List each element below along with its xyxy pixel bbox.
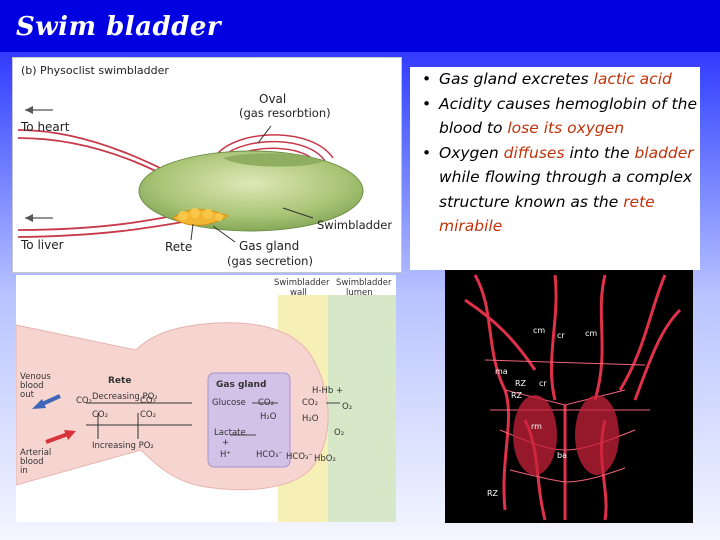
arterial-label-line3: in (20, 466, 28, 476)
co2-label: CO₂ (92, 410, 108, 420)
highlighted-term: bladder (634, 143, 694, 162)
oval-capillary (217, 134, 334, 159)
wall-h2o-label: H₂O (302, 414, 319, 424)
hbo2-label: HbO₂ (314, 454, 336, 464)
rete-mirabile-cast-photo: cm cr cm ma RZ cr RZ rm ba RZ (445, 270, 693, 523)
bullet-dot: • (422, 143, 432, 162)
gas-gland-cell (178, 211, 188, 221)
cast-label: rm (531, 422, 542, 431)
bullet-text: Gas gland excretes (439, 70, 594, 88)
bullet-dot: • (422, 94, 432, 113)
cast-label: cr (557, 331, 565, 340)
gas-gland-cell (190, 208, 200, 218)
title-bar: Swim bladder (0, 0, 720, 52)
oval-label: Oval (259, 92, 286, 106)
bullet-list: • Gas gland excretes lactic acid • Acidity … (410, 67, 700, 239)
gas-gland-cell (203, 209, 213, 219)
cast-label: cm (585, 329, 597, 338)
arrow-head (25, 214, 33, 222)
to-heart-label: To heart (20, 120, 70, 134)
rete-bundle (513, 395, 557, 475)
gas-gland-mechanism-diagram: Swimbladder wall Swimbladder lumen Rete … (15, 275, 396, 522)
cast-label: ma (495, 367, 508, 376)
hhb-label: H-Hb + (312, 386, 343, 396)
gas-gland-box (207, 372, 291, 468)
gas-gland-sublabel: (gas secretion) (227, 254, 313, 268)
wall-label-line1: Swimbladder (274, 278, 330, 288)
bullet-text: while flowing through a complex structur… (439, 168, 693, 211)
gas-gland-figure: Swimbladder wall Swimbladder lumen Rete … (15, 278, 396, 522)
slide-title: Swim bladder (16, 12, 222, 42)
bullet-text-box: • Gas gland excretes lactic acid • Acidity … (410, 67, 700, 270)
increasing-po2-label: Increasing PO₂ (92, 441, 154, 451)
decreasing-po2-label: Decreasing PO₂ (92, 392, 158, 402)
gas-gland-label: Gas gland (216, 380, 266, 390)
highlighted-term: rete mirabile (439, 192, 655, 236)
highlighted-term: lactic acid (593, 70, 672, 88)
hco3-label: HCO₃⁻ (256, 450, 283, 460)
cast-label: ba (557, 451, 567, 460)
leader-gas-gland (212, 225, 236, 243)
highlighted-term: lose its oxygen (507, 119, 625, 137)
vessel-network (464, 274, 682, 521)
plus-sign: + (222, 438, 229, 448)
bullet-item: • Acidity causes hemoglobin of the blood … (410, 92, 700, 141)
bullet-text: into the (564, 143, 635, 162)
bullet-text: Oxygen (439, 143, 504, 162)
bullet-item: • Oxygen diffuses into the bladder while … (410, 141, 700, 239)
swimbladder-lumen-region (328, 295, 396, 522)
cast-label: cm (533, 326, 545, 335)
co2-label: CO₂ (76, 396, 92, 406)
bullet-text: Acidity causes hemoglobin of the blood t… (439, 94, 697, 138)
cast-label: RZ (511, 391, 523, 400)
co2-label: CO₂ (140, 396, 156, 406)
swimbladder-label: Swimbladder (317, 218, 392, 232)
rete-cast-image: cm cr cm ma RZ cr RZ rm ba RZ (464, 274, 682, 521)
highlighted-term: diffuses (503, 143, 565, 162)
gland-co2-label: CO₂ (258, 398, 274, 408)
rete-label: Rete (165, 240, 192, 254)
leader-oval (257, 125, 272, 144)
arterial-label-line1: Arterial (20, 448, 51, 458)
arrow-head (25, 106, 33, 114)
fine-capillaries (484, 359, 650, 483)
cast-label: cr (539, 379, 547, 388)
diagram-title: (b) Physoclist swimbladder (21, 64, 169, 77)
co2-label: CO₂ (140, 410, 156, 420)
venous-label-line1: Venous (20, 372, 51, 382)
to-liver-label: To liver (20, 238, 64, 252)
glucose-label: Glucose (212, 398, 246, 408)
physoclist-swimbladder-diagram: (b) Physoclist swimbladder Oval (gas res… (12, 57, 402, 273)
hplus-label: H⁺ (220, 450, 231, 460)
rete-bundle (575, 395, 619, 475)
arrow-head (64, 430, 76, 440)
arterial-label-line2: blood (20, 457, 44, 467)
venous-label-line2: blood (20, 381, 44, 391)
wall-co2-label: CO₂ (302, 398, 318, 408)
bullet-item: • Gas gland excretes lactic acid (410, 67, 700, 92)
lumen-label-line2: lumen (346, 288, 373, 298)
arterial-in-arrow (45, 432, 69, 444)
o2-label: O₂ (342, 402, 352, 412)
hco3-wall-label: HCO₃⁻ (286, 452, 313, 462)
oval-region (223, 153, 323, 167)
wall-label-line2: wall (290, 288, 307, 298)
physoclist-swimbladder-figure: (b) Physoclist swimbladder Oval (gas res… (17, 64, 392, 268)
leader-rete (190, 223, 194, 241)
bullet-dot: • (422, 70, 432, 88)
lumen-label-line1: Swimbladder (336, 278, 392, 288)
arrow-head (32, 399, 46, 409)
lactate-label: Lactate (214, 428, 246, 438)
cast-label: RZ (487, 489, 499, 498)
gas-gland-label: Gas gland (239, 239, 299, 253)
venous-label-line3: out (20, 390, 35, 400)
oval-capillary (222, 140, 326, 162)
leader-swimbladder (282, 207, 314, 219)
gas-gland-cell (215, 213, 223, 221)
rete-label: Rete (108, 376, 131, 386)
h2o-label: H₂O (260, 412, 277, 422)
o2-label: O₂ (334, 428, 344, 438)
cast-label: RZ (515, 379, 527, 388)
oval-sublabel: (gas resorbtion) (239, 106, 331, 120)
